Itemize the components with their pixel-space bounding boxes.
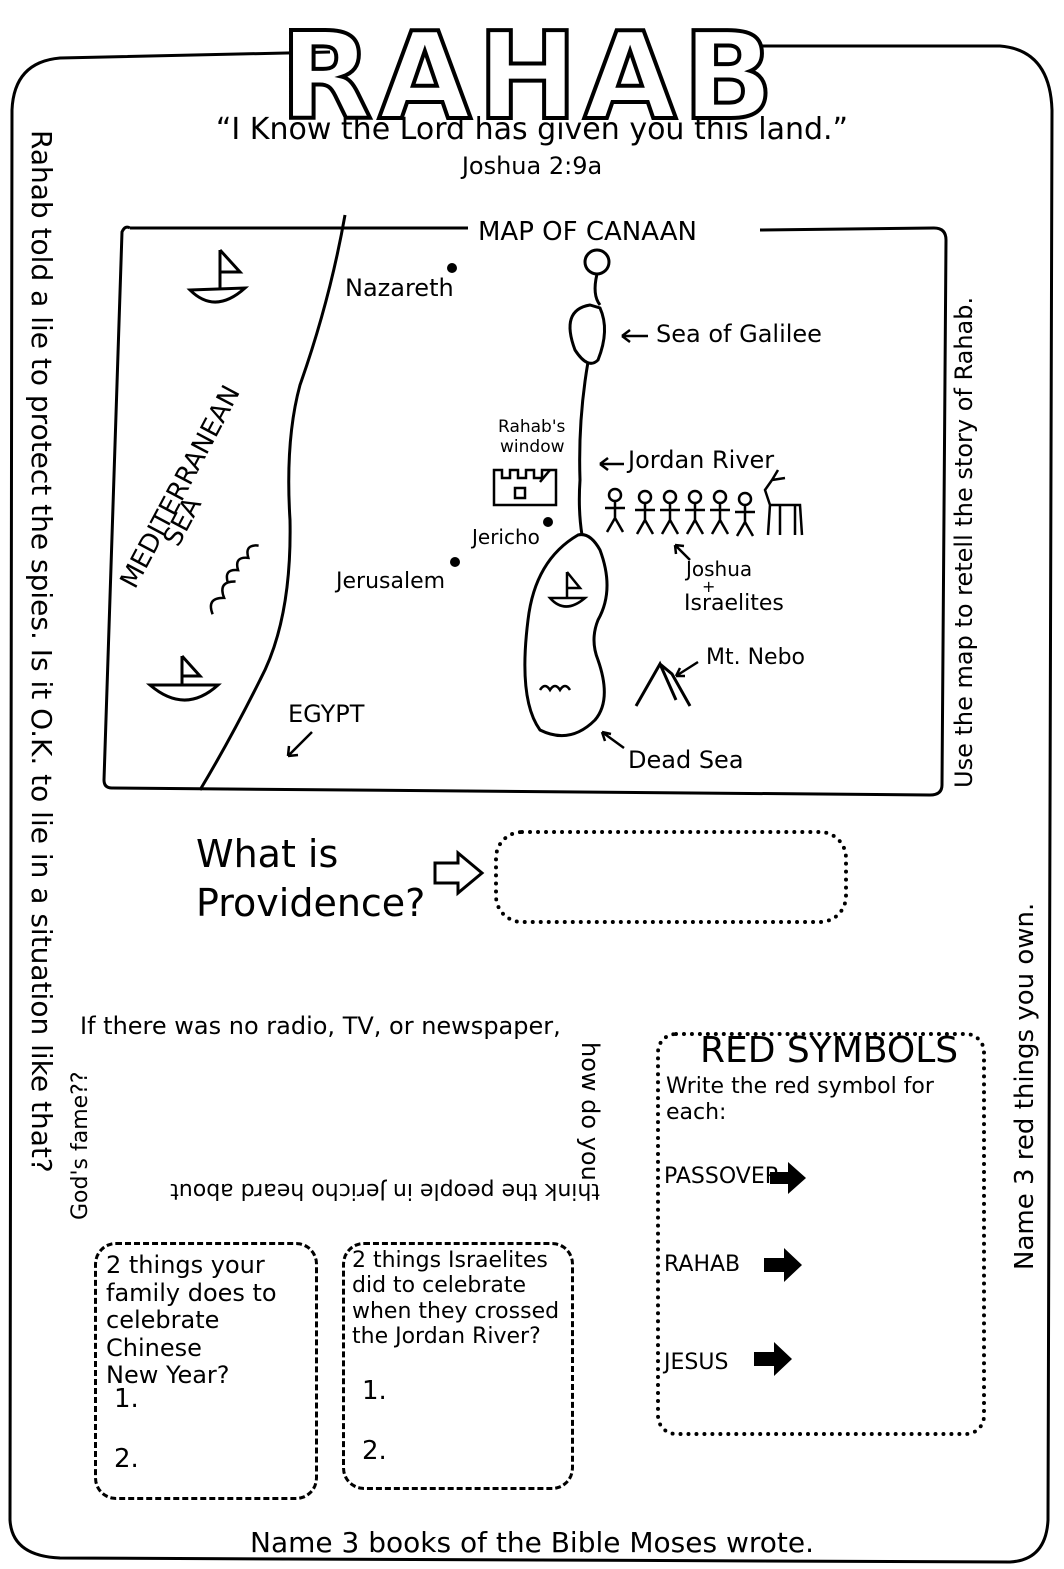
providence-question: What is Providence?: [196, 830, 425, 929]
fame-answer-area[interactable]: [110, 1050, 560, 1170]
moses-books-prompt: Name 3 books of the Bible Moses wrote.: [250, 1526, 814, 1559]
label-joshua-plus: +: [702, 577, 715, 596]
jericho-dot: [543, 517, 553, 527]
label-dead-sea: Dead Sea: [628, 746, 744, 774]
right-arrow-icon: [770, 1162, 806, 1194]
symbol-jesus-label: JESUS: [664, 1350, 729, 1375]
label-israelites: Israelites: [684, 591, 784, 616]
page-title: RAHAB: [278, 6, 780, 130]
jordan-crossing-box[interactable]: [342, 1242, 574, 1490]
symbol-passover-label: PASSOVER: [664, 1164, 781, 1189]
question-line: 2 things your: [106, 1251, 265, 1279]
chinese-new-year-box[interactable]: [94, 1242, 318, 1500]
title-text: RAHAB: [280, 8, 780, 130]
providence-answer-box[interactable]: [494, 830, 848, 924]
label-sea-of-galilee: Sea of Galilee: [656, 320, 822, 348]
fame-question-bottom: think the people in Jericho heard about: [170, 1178, 600, 1203]
label-mt-nebo: Mt. Nebo: [706, 645, 805, 670]
mt-nebo-icon: [634, 660, 692, 707]
red-symbols-instruction: Write the red symbol for each:: [666, 1074, 972, 1127]
question-line: the Jordan River?: [352, 1323, 541, 1349]
dead-sea-shape: [523, 533, 609, 738]
jordan-river-line: [577, 361, 590, 536]
label-nazareth: Nazareth: [345, 274, 454, 302]
question-line: New Year?: [106, 1361, 230, 1390]
map-title: MAP OF CANAAN: [478, 217, 697, 247]
label-joshua: Joshua: [684, 557, 752, 581]
israelites-figures-icon: [605, 469, 804, 537]
question-line: celebrate Chinese: [106, 1306, 220, 1362]
fame-question-top: If there was no radio, TV, or newspaper,: [80, 1012, 561, 1040]
boat-icon: [145, 654, 222, 702]
chinese-new-year-question: 2 things your family does to celebrate C…: [106, 1251, 316, 1390]
right-arrow-icon: [764, 1248, 802, 1282]
symbol-rahab-label: RAHAB: [664, 1252, 741, 1277]
label-jericho: Jericho: [470, 525, 540, 549]
coastline: [198, 214, 347, 791]
sea-of-galilee-shape: [568, 303, 606, 365]
fame-question-right: how do you: [576, 1042, 604, 1181]
red-symbols-title: RED SYMBOLS: [700, 1030, 959, 1071]
left-margin-question: Rahab told a lie to protect the spies. I…: [25, 130, 58, 1173]
nazareth-dot: [447, 263, 457, 273]
answer-number-1: 1.: [114, 1384, 139, 1414]
label-mediterranean: MEDITERRANEAN: [115, 381, 247, 594]
right-arrow-icon: [754, 1342, 792, 1376]
label-rahabs-window-2: window: [500, 437, 565, 457]
question-line: did to celebrate: [352, 1273, 527, 1299]
verse-reference: Joshua 2:9a: [461, 152, 603, 180]
answer-number-1: 1.: [362, 1376, 387, 1406]
providence-line2: Providence?: [196, 881, 426, 926]
jericho-wall-icon: [492, 468, 558, 507]
memory-verse: “I Know the Lord has given you this land…: [215, 112, 849, 147]
question-line: when they crossed: [352, 1298, 560, 1324]
label-jordan-river: Jordan River: [626, 446, 774, 474]
question-line: 2 things Israelites: [352, 1248, 548, 1273]
instruction-line: Write the red symbol for: [666, 1074, 934, 1099]
jordan-crossing-question: 2 things Israelites did to celebrate whe…: [352, 1248, 572, 1349]
red-symbols-box[interactable]: [656, 1032, 986, 1436]
boat-icon: [186, 248, 250, 304]
answer-number-2: 2.: [362, 1436, 387, 1466]
jerusalem-dot: [450, 557, 460, 567]
instruction-line: each:: [666, 1100, 727, 1126]
right-arrow-icon: [433, 849, 485, 897]
providence-line1: What is: [196, 832, 339, 876]
fame-question-left: God's fame??: [68, 1071, 93, 1220]
label-egypt: EGYPT: [288, 700, 365, 728]
question-line: family does to: [106, 1278, 277, 1307]
boat-icon: [547, 571, 589, 608]
label-jerusalem: Jerusalem: [334, 569, 445, 594]
label-rahabs-window-1: Rahab's: [498, 417, 566, 437]
answer-number-2: 2.: [114, 1444, 139, 1474]
